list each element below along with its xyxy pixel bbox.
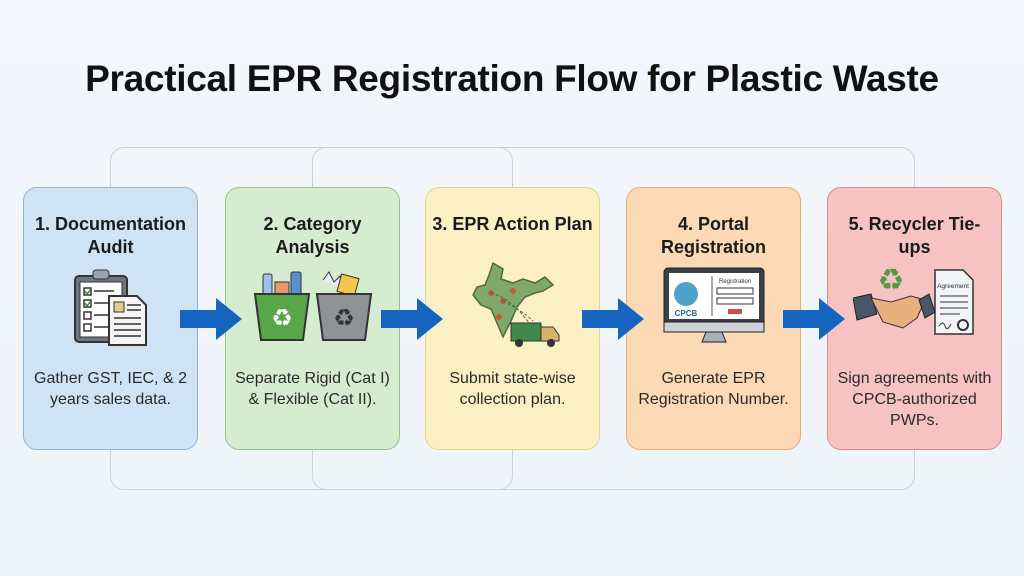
step-title: 1. Documentation Audit: [34, 214, 186, 257]
india-map-truck-icon: [426, 261, 599, 347]
svg-text:♻: ♻: [877, 264, 904, 297]
step-title: 5. Recycler Tie-ups: [848, 214, 981, 257]
recycle-bins-icon: ♻ ♻: [226, 266, 399, 346]
step-card-1: 1. Documentation Audit Gather GST, IEC, …: [23, 187, 198, 450]
step-card-3: 3. EPR Action Plan Submit state-wise col…: [425, 187, 600, 450]
computer-portal-icon: CPCB Registration: [627, 266, 800, 346]
svg-text:♻: ♻: [333, 305, 355, 332]
arrow-right-icon: [381, 298, 443, 340]
arrow-right-icon: [783, 298, 845, 340]
step-card-2: 2. Category Analysis ♻ ♻ Separate Rigid …: [225, 187, 400, 450]
step-description: Gather GST, IEC, & 2 years sales data.: [34, 370, 187, 408]
step-description: Separate Rigid (Cat I) & Flexible (Cat I…: [235, 370, 390, 408]
step-title: 4. Portal Registration: [660, 214, 766, 257]
clipboard-documents-icon: [24, 266, 197, 346]
arrow-right-icon: [582, 298, 644, 340]
handshake-agreement-icon: ♻ Agreement: [828, 264, 1001, 346]
svg-text:♻: ♻: [271, 305, 293, 332]
page-title: Practical EPR Registration Flow for Plas…: [85, 58, 939, 99]
step-description: Generate EPR Registration Number.: [638, 370, 789, 408]
step-title: 3. EPR Action Plan: [432, 214, 593, 234]
step-card-4: 4. Portal Registration CPCB Registration…: [626, 187, 801, 450]
cpcb-label: CPCB: [674, 309, 697, 318]
agreement-label: Agreement: [937, 283, 969, 290]
step-description: Sign agreements with CPCB-authorized PWP…: [837, 370, 992, 429]
step-description: Submit state-wise collection plan.: [449, 370, 576, 408]
step-title: 2. Category Analysis: [263, 214, 362, 257]
registration-label: Registration: [718, 279, 750, 285]
arrow-right-icon: [180, 298, 242, 340]
step-card-5: 5. Recycler Tie-ups ♻ Agreement Sign agr…: [827, 187, 1002, 450]
